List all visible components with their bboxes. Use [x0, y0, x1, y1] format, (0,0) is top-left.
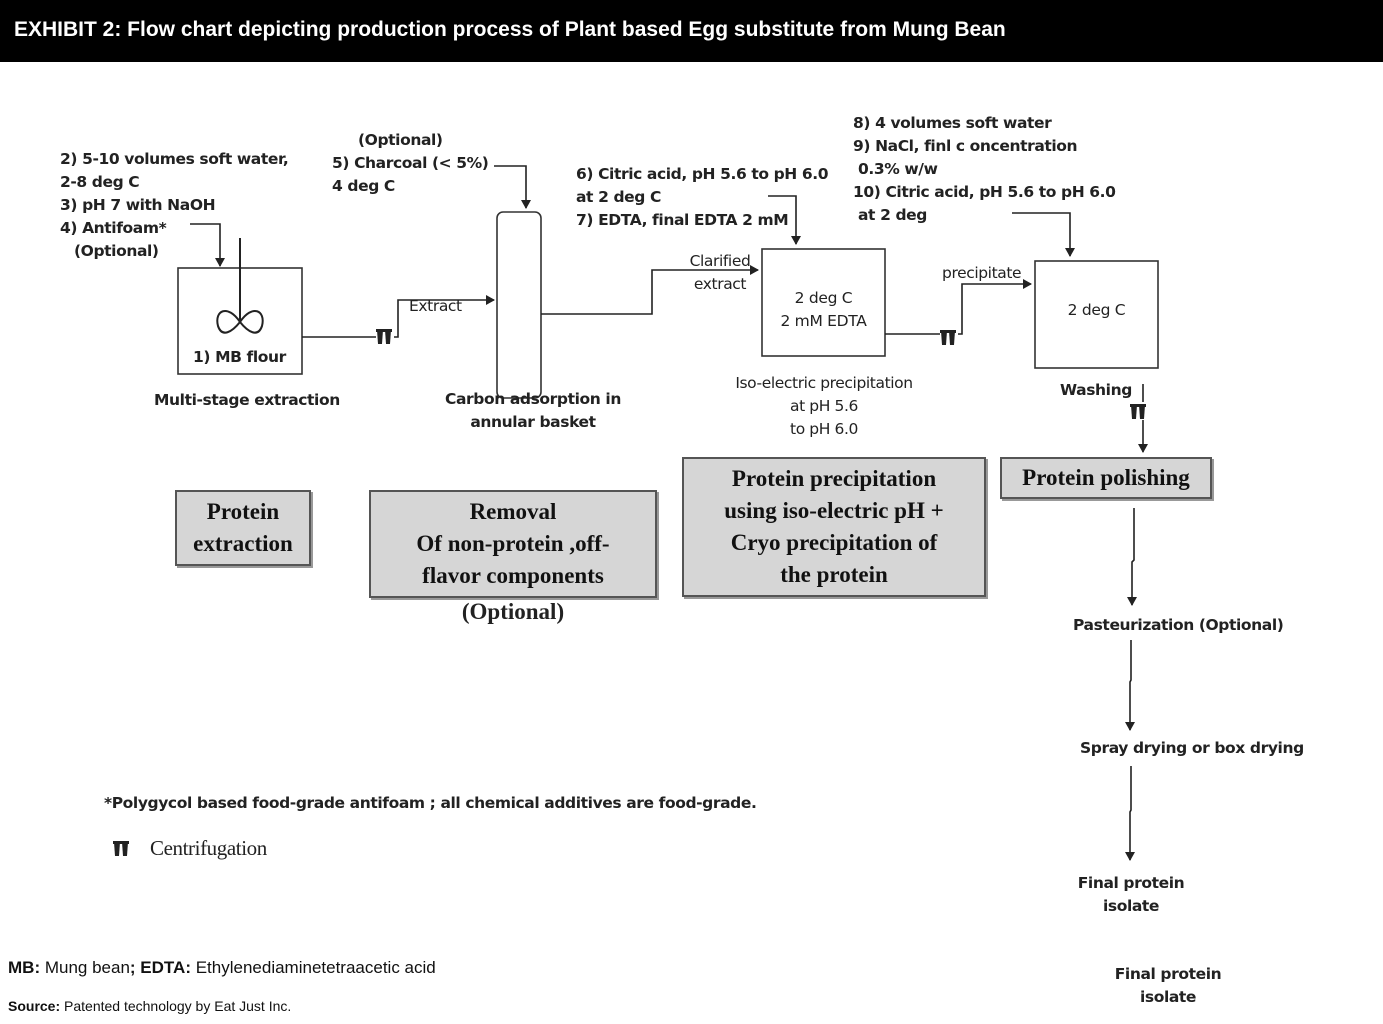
- label-line: isolate: [1139, 988, 1197, 1006]
- stage-line: flavor components: [422, 563, 604, 588]
- source-value: Patented technology by Eat Just Inc.: [60, 998, 292, 1014]
- label-line: Final protein: [1114, 965, 1222, 983]
- label-line: extract: [693, 275, 747, 293]
- washing-caption: Washing: [1060, 381, 1132, 399]
- input-line: 5) Charcoal (< 5%): [332, 154, 489, 172]
- caption-line: Iso-electric precipitation: [735, 374, 913, 392]
- input-line: at 2 deg: [858, 206, 927, 224]
- caption-line: to pH 6.0: [790, 420, 858, 438]
- input-line: 0.3% w/w: [858, 160, 938, 178]
- extract-arrow: [394, 295, 495, 338]
- abbr-key: MB:: [8, 958, 41, 977]
- abbr-value: Ethylenediaminetetraacetic acid: [190, 958, 436, 977]
- stage-line: using iso-electric pH +: [724, 498, 944, 523]
- stage-line: Protein precipitation: [731, 466, 937, 491]
- centrifuge-icon: [940, 330, 956, 345]
- stage-line: the protein: [780, 562, 888, 587]
- exhibit-header: EXHIBIT 2: Flow chart depicting producti…: [0, 0, 1383, 62]
- input-line: 4 deg C: [332, 177, 395, 195]
- stage-protein-polishing: Protein polishing: [1000, 457, 1212, 499]
- stage-protein-extraction: Protein extraction: [175, 490, 311, 566]
- stage-protein-precipitation: Protein precipitation using iso-electric…: [682, 457, 986, 597]
- label-line: Final protein: [1077, 874, 1185, 892]
- centrifuge-icon: [376, 329, 392, 344]
- input-line: 8) 4 volumes soft water: [853, 114, 1052, 132]
- input-line: 3) pH 7 with NaOH: [60, 196, 216, 214]
- abbr-separator: ;: [129, 958, 136, 977]
- washing-input-arrow: [1012, 212, 1075, 257]
- input-line: at 2 deg C: [576, 188, 661, 206]
- source-key: Source:: [8, 998, 61, 1014]
- final-arrow: [1125, 766, 1135, 861]
- stage-line: Protein polishing: [1022, 465, 1190, 490]
- stage-line: extraction: [193, 531, 293, 556]
- abbreviations: MB: Mung bean; EDTA: Ethylenediaminetetr…: [8, 958, 436, 978]
- input-line: 6) Citric acid, pH 5.6 to pH 6.0: [576, 165, 829, 183]
- abbr-key: EDTA:: [135, 958, 191, 977]
- extract-label: Extract: [409, 297, 462, 315]
- stage-line: Protein: [206, 499, 280, 524]
- input-line: 9) NaCl, finl c oncentration: [853, 137, 1078, 155]
- carbon-inputs: (Optional) 5) Charcoal (< 5%) 4 deg C: [332, 129, 489, 198]
- precipitate-arrow: [958, 279, 1032, 335]
- extraction-caption: Multi-stage extraction: [154, 391, 340, 409]
- input-line: 2) 5-10 volumes soft water,: [60, 150, 289, 168]
- carbon-caption: Carbon adsorption in annular basket: [440, 388, 626, 434]
- extraction-inputs: 2) 5-10 volumes soft water, 2-8 deg C 3)…: [60, 148, 289, 263]
- extraction-input-arrow: [190, 223, 225, 267]
- pasteurization-arrow: [1127, 508, 1137, 606]
- washing-inputs: 8) 4 volumes soft water 9) NaCl, finl c …: [853, 112, 1116, 227]
- label-line: Clarified: [689, 252, 751, 270]
- stage-line: Of non-protein ,off-: [416, 531, 610, 556]
- agitator-icon: [216, 238, 264, 334]
- pasteurization-label: Pasteurization (Optional): [1073, 616, 1284, 634]
- input-line: 4) Antifoam*: [60, 219, 167, 237]
- centrifuge-icon: [1130, 404, 1146, 419]
- centrifugation-legend-icon: [113, 841, 129, 856]
- final-isolate-label-duplicate: Final protein isolate: [1107, 963, 1229, 1009]
- washing-tank: [1034, 260, 1159, 369]
- washing-box-label: 2 deg C: [1067, 301, 1126, 319]
- stage-line: Cryo precipitation of: [730, 530, 938, 555]
- centrifugation-legend-label: Centrifugation: [150, 836, 267, 860]
- input-line: (Optional): [358, 131, 443, 149]
- box-line: 2 deg C: [794, 289, 853, 307]
- label-line: isolate: [1102, 897, 1160, 915]
- box-line: 2 mM EDTA: [780, 312, 867, 330]
- clarified-line: [541, 265, 759, 315]
- precipitate-label: precipitate: [942, 264, 1022, 282]
- carbon-column: [496, 211, 542, 399]
- precipitation-tank: [761, 248, 886, 357]
- final-isolate-label: Final protein isolate: [1070, 872, 1192, 918]
- precipitation-input-arrow: [768, 195, 801, 245]
- removal-optional-note: (Optional): [461, 599, 565, 624]
- antifoam-footnote: *Polygycol based food-grade antifoam ; a…: [104, 794, 757, 812]
- drying-arrow: [1125, 640, 1135, 731]
- mb-flour-label: 1) MB flour: [193, 348, 286, 366]
- source-note: Source: Patented technology by Eat Just …: [8, 998, 291, 1014]
- stage-removal: Removal Of non-protein ,off- flavor comp…: [369, 490, 657, 598]
- input-line: 7) EDTA, final EDTA 2 mM: [576, 211, 789, 229]
- exhibit-title: EXHIBIT 2: Flow chart depicting producti…: [14, 18, 1006, 41]
- precipitation-box-label: 2 deg C 2 mM EDTA: [762, 287, 885, 333]
- input-line: (Optional): [74, 242, 159, 260]
- clarified-extract-label: Clarified extract: [680, 250, 760, 296]
- precipitation-inputs: 6) Citric acid, pH 5.6 to pH 6.0 at 2 de…: [576, 163, 829, 232]
- input-line: 2-8 deg C: [60, 173, 140, 191]
- caption-line: annular basket: [470, 413, 596, 431]
- stage-line: Removal: [469, 499, 557, 524]
- drying-label: Spray drying or box drying: [1080, 739, 1304, 757]
- caption-line: at pH 5.6: [790, 397, 858, 415]
- charcoal-input-arrow: [494, 165, 531, 209]
- input-line: 10) Citric acid, pH 5.6 to pH 6.0: [853, 183, 1116, 201]
- caption-line: Carbon adsorption in: [445, 390, 621, 408]
- precipitation-caption: Iso-electric precipitation at pH 5.6 to …: [718, 372, 930, 441]
- abbr-value: Mung bean: [40, 958, 130, 977]
